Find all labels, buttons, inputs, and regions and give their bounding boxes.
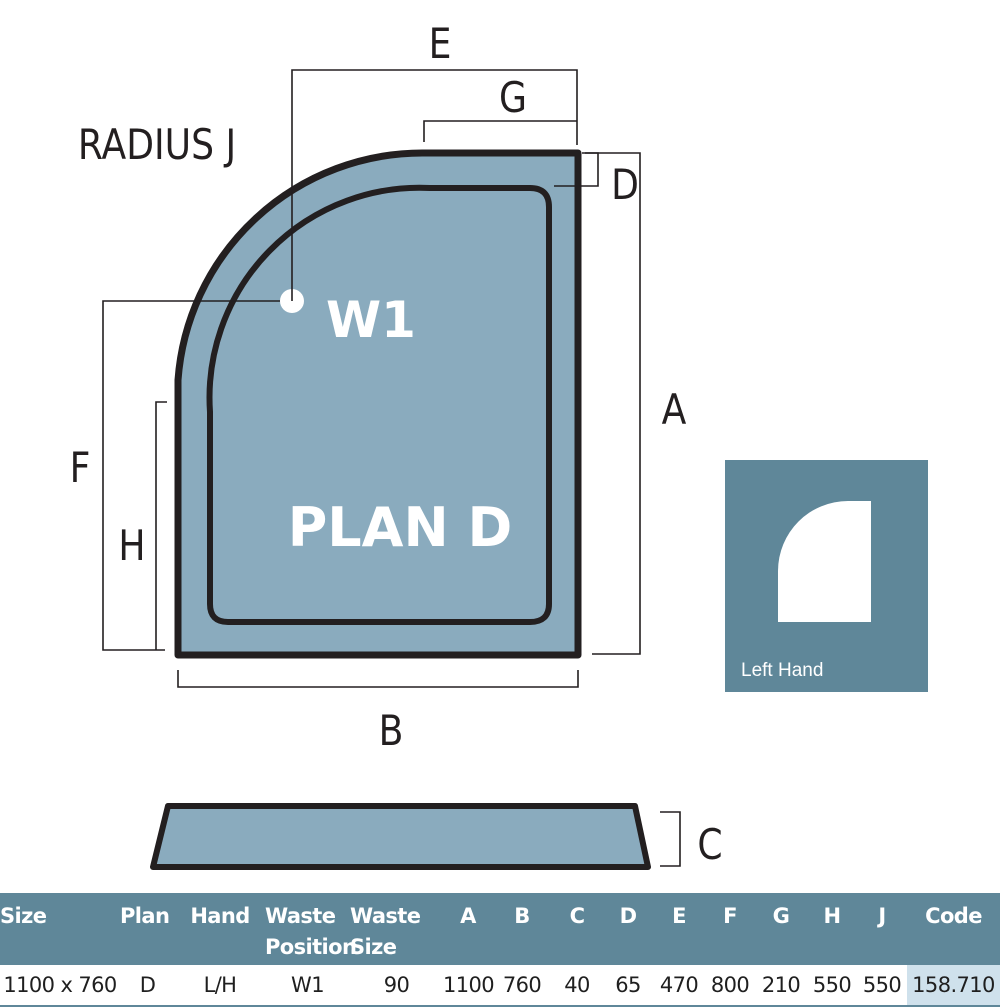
header-hand: Hand (175, 893, 265, 965)
header-j: J (857, 893, 907, 965)
dimension-label-b: B (379, 707, 404, 755)
tray-side-profile (150, 803, 651, 870)
dimension-line-a (585, 152, 641, 655)
header-f: F (705, 893, 755, 965)
waste-label: W1 (326, 291, 416, 349)
header-code: Code (907, 893, 1000, 965)
header-c: C (551, 893, 603, 965)
header-size: Size (0, 893, 120, 965)
dimension-line-f (102, 300, 280, 651)
dimension-line-h (155, 401, 167, 650)
header-e: E (653, 893, 705, 965)
dimension-line-c (660, 811, 681, 867)
header-waste-size-line1: Waste (350, 904, 421, 928)
hand-indicator-label: Left Hand (741, 660, 824, 681)
dimension-line-b (177, 670, 579, 688)
dimension-label-a: A (662, 386, 687, 434)
tray-inner-outline (206, 184, 552, 625)
radius-label: RADIUS J (78, 121, 236, 169)
plan-label: PLAN D (288, 496, 513, 559)
header-a: A (443, 893, 493, 965)
dimension-label-h: H (118, 522, 145, 570)
dimension-label-c: C (697, 821, 722, 869)
left-hand-shape-icon (778, 501, 871, 622)
tray-outline (174, 149, 582, 659)
header-h: H (807, 893, 857, 965)
header-waste-position-line1: Waste (265, 904, 336, 928)
hand-indicator-panel: Left Hand (725, 460, 928, 692)
header-waste-position-line2: Position (265, 935, 357, 959)
header-plan: Plan (120, 893, 175, 965)
header-d: D (603, 893, 653, 965)
dimension-label-f: F (70, 444, 91, 492)
dimension-label-d: D (611, 161, 639, 209)
header-b: B (493, 893, 551, 965)
header-g: G (755, 893, 807, 965)
dimension-line-e (291, 69, 578, 301)
shower-tray-diagram: RADIUS J E G D A F H B C W1 PLAN D (70, 20, 723, 870)
dimension-line-g (423, 120, 577, 142)
dimension-label-e: E (429, 20, 452, 68)
header-waste-size-line2: Size (350, 935, 397, 959)
dimension-label-g: G (499, 74, 527, 122)
